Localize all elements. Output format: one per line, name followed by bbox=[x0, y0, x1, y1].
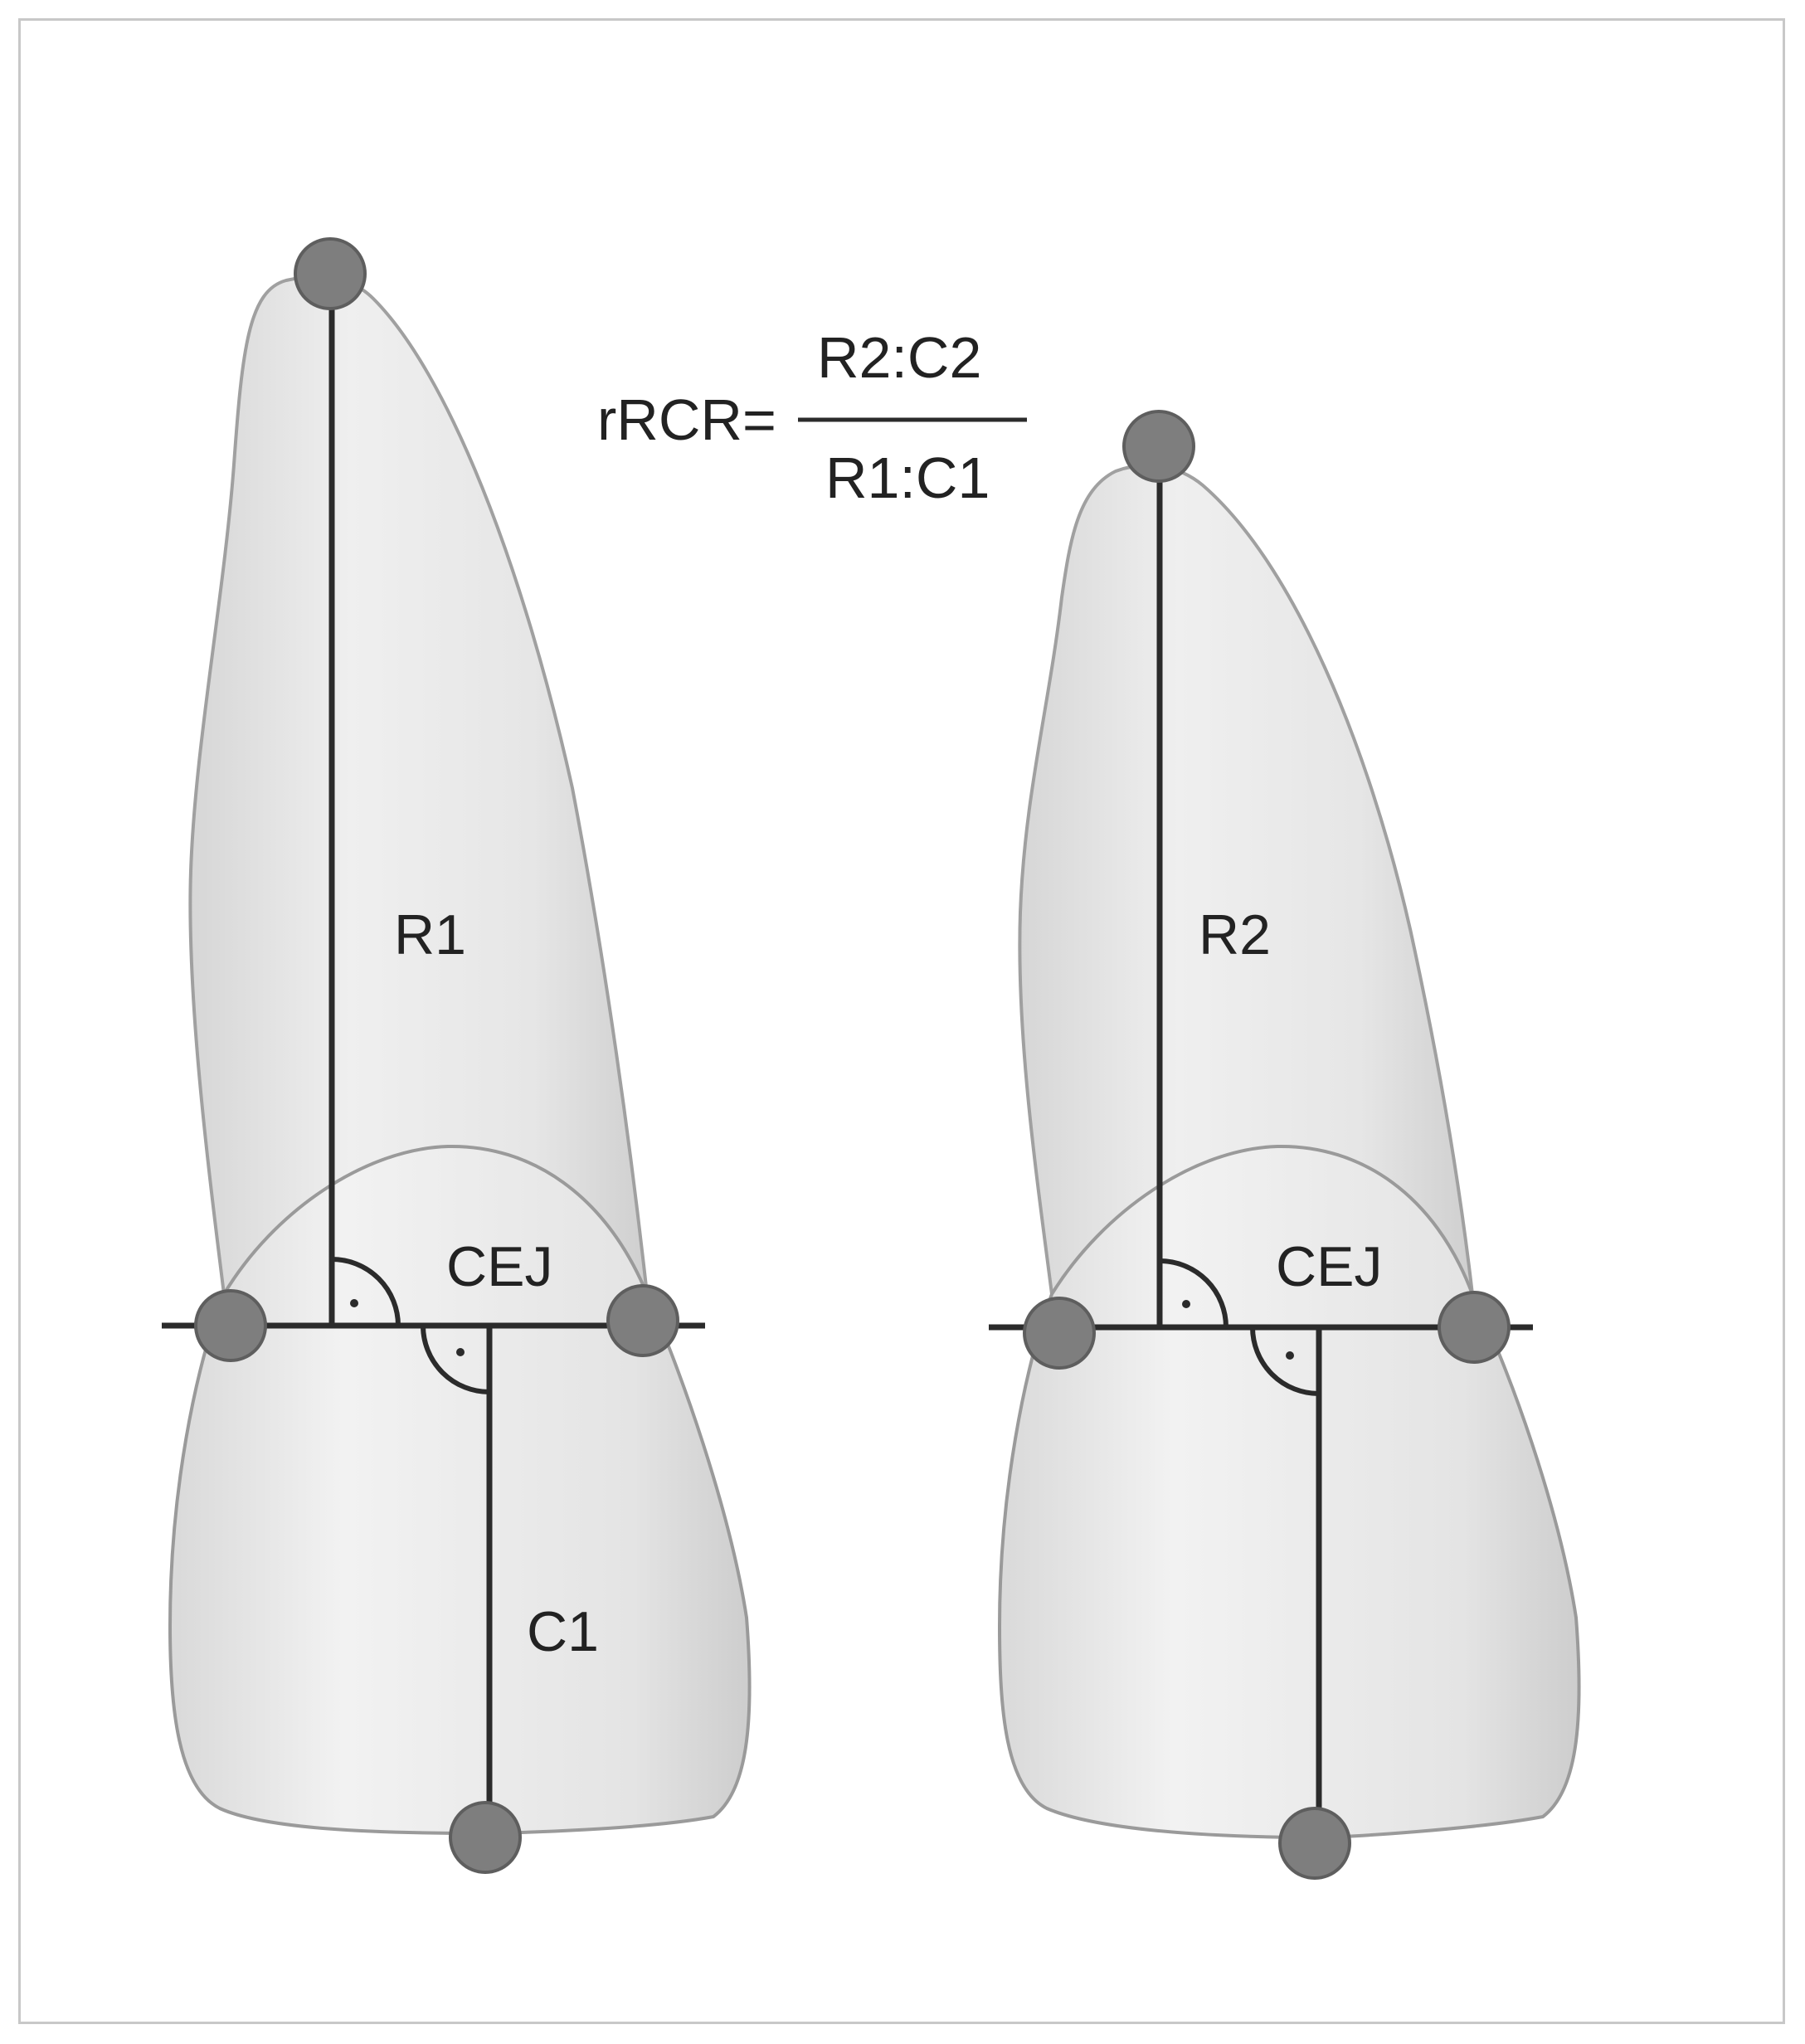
rrcr-formula: rRCR= R2:C2 R1:C1 bbox=[597, 325, 1027, 510]
tooth-1-cej-label: CEJ bbox=[446, 1235, 552, 1298]
tooth-1-cej-right-marker bbox=[606, 1284, 679, 1357]
tooth-1-angle-dot-root bbox=[350, 1299, 358, 1307]
tooth-2-root-label: R2 bbox=[1199, 903, 1271, 966]
tooth-1-angle-dot-crown bbox=[456, 1348, 465, 1356]
tooth-2-cej-label: CEJ bbox=[1276, 1235, 1382, 1298]
tooth-2-apex-marker bbox=[1122, 410, 1195, 483]
tooth-2-right-angle-root bbox=[1159, 1258, 1228, 1328]
formula-numerator: R2:C2 bbox=[817, 325, 981, 390]
tooth-1-root bbox=[188, 275, 650, 1296]
tooth-2-right-angle-crown bbox=[1250, 1326, 1320, 1396]
tooth-1-cej-left-marker bbox=[194, 1289, 267, 1362]
tooth-1-right-angle-root bbox=[331, 1257, 401, 1326]
tooth-2-crown bbox=[997, 1144, 1581, 1840]
tooth-1-incisal-marker bbox=[449, 1801, 522, 1874]
tooth-2-angle-dot-root bbox=[1182, 1300, 1190, 1308]
tooth-2-root bbox=[1018, 464, 1475, 1296]
tooth-1-root-label: R1 bbox=[394, 903, 466, 966]
tooth-2-incisal-marker bbox=[1278, 1807, 1351, 1880]
tooth-2-cej-right-marker bbox=[1438, 1291, 1511, 1364]
tooth-2-angle-dot-crown bbox=[1286, 1351, 1294, 1360]
tooth-1-apex-marker bbox=[294, 237, 367, 310]
tooth-1: R1 CEJ C1 bbox=[162, 237, 752, 1874]
tooth-1-crown bbox=[168, 1144, 752, 1836]
tooth-1-crown-label: C1 bbox=[527, 1600, 599, 1663]
formula-lhs: rRCR= bbox=[597, 387, 776, 452]
tooth-2: R2 CEJ bbox=[989, 410, 1581, 1880]
formula-denominator: R1:C1 bbox=[825, 445, 990, 510]
tooth-2-cej-left-marker bbox=[1023, 1297, 1096, 1370]
tooth-1-right-angle-crown bbox=[421, 1325, 490, 1394]
